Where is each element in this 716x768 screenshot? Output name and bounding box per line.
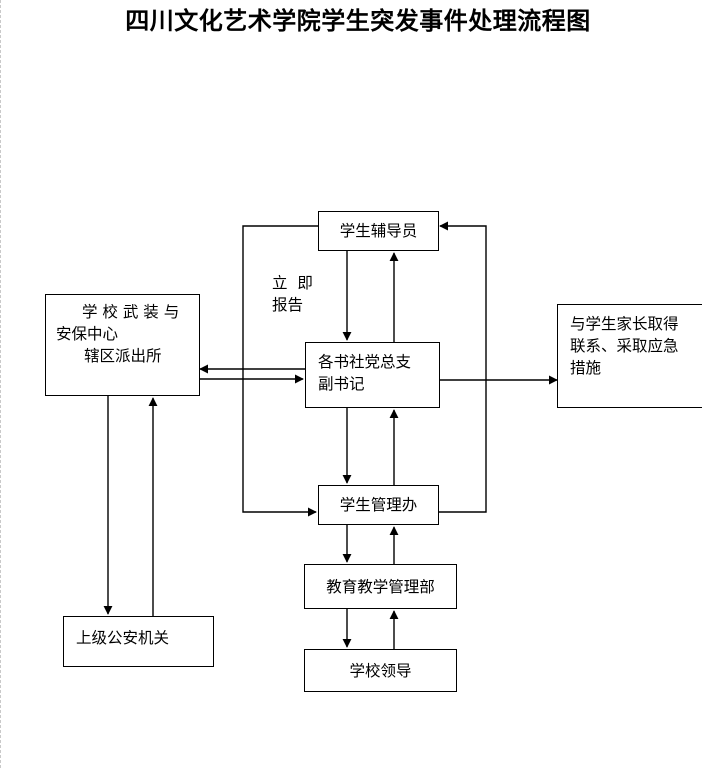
- node-student-counselor: 学生辅导员: [318, 211, 439, 251]
- node-student-management-office: 学生管理办: [318, 485, 439, 525]
- branch-line-2: 副书记: [318, 375, 365, 393]
- annotation-report-immediately: 立 即 报告: [272, 272, 313, 316]
- arrow-mgmt-to-counselor-loop: [438, 221, 487, 513]
- parents-line-1: 与学生家长取得: [570, 315, 679, 333]
- annotation-line-1: 立 即: [272, 274, 313, 292]
- node-student-counselor-label: 学生辅导员: [339, 222, 418, 240]
- node-teaching-management-dept-label: 教育教学管理部: [326, 577, 435, 596]
- police-line-1: 学 校 武 装 与: [82, 303, 180, 321]
- annotation-line-2: 报告: [272, 296, 304, 314]
- parents-line-2: 联系、采取应急: [570, 337, 679, 355]
- node-party-branch-deputy-secretary: 各书社党总支 副书记: [305, 342, 440, 408]
- chart-title: 四川文化艺术学院学生突发事件处理流程图: [125, 7, 591, 35]
- police-line-3: 辖区派出所: [84, 347, 162, 365]
- parents-line-3: 措施: [570, 359, 602, 377]
- page-edge-dashed: [0, 0, 1, 768]
- node-student-management-office-label: 学生管理办: [339, 496, 418, 514]
- police-line-2: 安保中心: [56, 325, 119, 343]
- branch-line-1: 各书社党总支: [318, 353, 412, 371]
- arrow-counselor-to-mgmt-loop: [242, 225, 318, 517]
- node-superior-public-security: 上级公安机关: [63, 616, 214, 667]
- node-contact-parents: 与学生家长取得 联系、采取应急 措施: [557, 304, 702, 408]
- node-teaching-management-dept: 教育教学管理部: [304, 564, 457, 609]
- node-school-leaders-label: 学校领导: [349, 661, 412, 680]
- node-superior-public-security-label: 上级公安机关: [76, 629, 170, 647]
- node-school-security-center: 学 校 武 装 与 安保中心 辖区派出所: [45, 294, 200, 396]
- node-school-leaders: 学校领导: [304, 649, 457, 692]
